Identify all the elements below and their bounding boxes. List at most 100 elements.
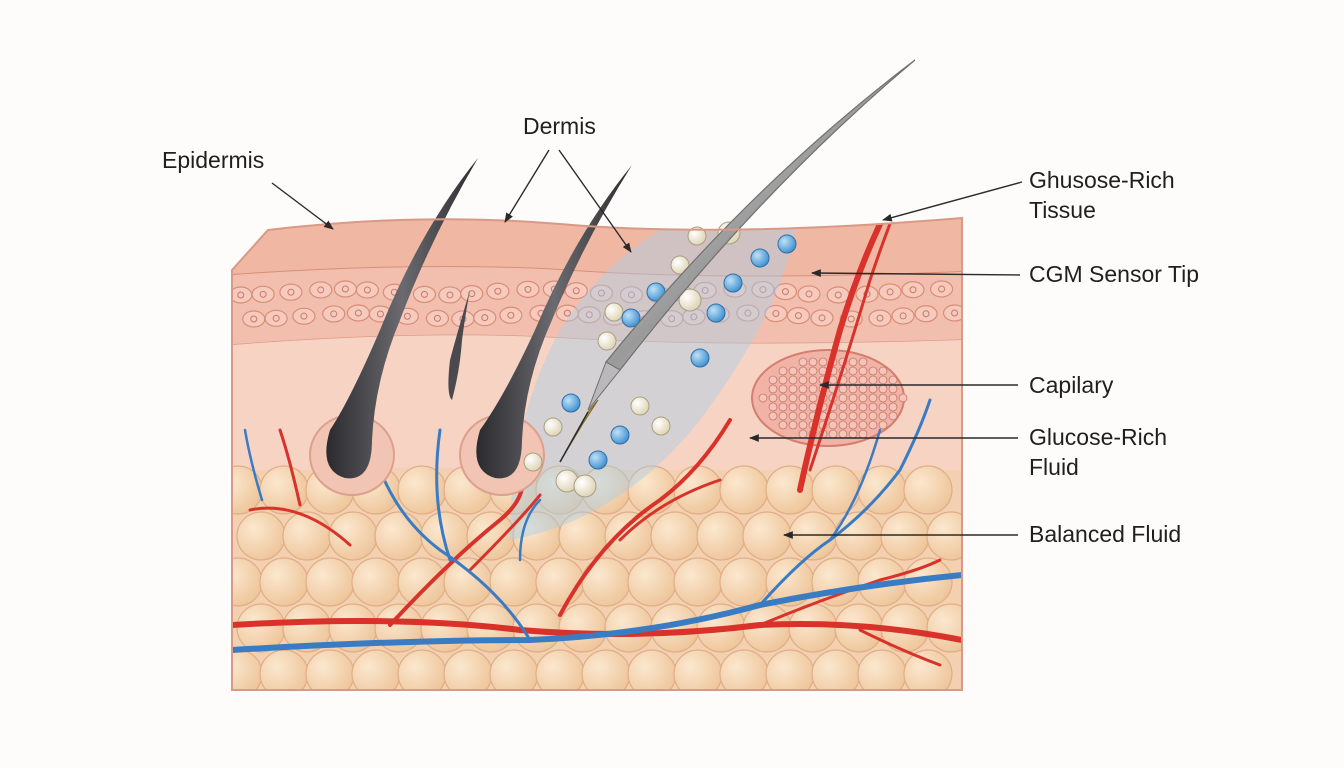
cell-nucleus [563, 309, 571, 317]
cell-nucleus [909, 286, 917, 294]
epidermal-cell [322, 305, 346, 323]
fat-cell [650, 511, 700, 561]
epidermal-cell [891, 307, 915, 325]
label-glucose-fluid-line1: Glucose-Rich [1029, 424, 1167, 450]
capillary-cell [858, 393, 868, 403]
fat-cell [282, 511, 332, 561]
fat-cell [259, 557, 309, 607]
cell-nucleus [354, 309, 362, 317]
capillary-cell [848, 357, 858, 367]
epidermal-cell [577, 306, 601, 324]
cell-nucleus [300, 312, 308, 320]
capillary-cell [828, 411, 838, 421]
cell-nucleus [250, 315, 258, 323]
fat-cell [811, 465, 861, 515]
fat-cell [236, 511, 286, 561]
capillary-cell [808, 366, 818, 376]
fat-cell [834, 511, 884, 561]
cell-nucleus [572, 287, 580, 295]
epidermal-cell [355, 281, 380, 299]
capillary-cell [778, 393, 788, 403]
cell-nucleus [938, 285, 946, 293]
capillary-cell [808, 375, 818, 385]
cell-nucleus [876, 314, 884, 322]
cell-nucleus [481, 314, 489, 322]
capillary-cell [868, 420, 878, 430]
epidermal-cell [279, 283, 303, 301]
fat-cell [926, 603, 962, 653]
label-cgm-sensor-tip: CGM Sensor Tip [811, 261, 1199, 287]
capillary-cell [848, 375, 858, 385]
cell-nucleus [507, 311, 515, 319]
cell-nucleus [834, 291, 842, 299]
capillary-cell [878, 402, 888, 412]
glucose-particle-cream [543, 417, 563, 437]
epidermal-cell [412, 285, 437, 303]
fat-cell [719, 557, 769, 607]
hair-shaft [448, 290, 470, 400]
fat-cell [673, 557, 723, 607]
cell-nucleus [668, 315, 676, 323]
capillary-cell [828, 429, 838, 439]
epidermal-cell [826, 286, 850, 304]
epidermal-cell [242, 310, 266, 328]
capillary-cell [868, 402, 878, 412]
cell-nucleus [781, 288, 789, 296]
capillary-cell [798, 411, 808, 421]
cell-nucleus [951, 309, 959, 317]
epidermal-cell [473, 309, 497, 327]
capillary-cell [838, 411, 848, 421]
fat-cell [903, 465, 953, 515]
cell-nucleus [237, 291, 245, 299]
label-ghusose-rich-tissue: Ghusose-Rich Tissue [882, 167, 1175, 223]
capillary-cell [878, 420, 888, 430]
glucose-particle-blue [777, 234, 797, 254]
glucose-particle-blue [706, 303, 726, 323]
hair-shaft [476, 165, 632, 479]
capillary-cell [778, 420, 788, 430]
capillary-cell [858, 357, 868, 367]
hair-shaft [326, 158, 478, 479]
cell-nucleus [772, 310, 780, 318]
capillary-cell [788, 420, 798, 430]
epidermal-cell [486, 282, 510, 300]
epidermal-cell [773, 283, 798, 301]
cell-nucleus [330, 310, 338, 318]
fat-cell [926, 511, 962, 561]
capillary-cell [808, 357, 818, 367]
cell-nucleus [899, 312, 907, 320]
capillary-cell [838, 402, 848, 412]
fat-cell [232, 557, 263, 607]
capillary-cell [778, 375, 788, 385]
glucose-particle-cream [670, 255, 690, 275]
epidermal-cell [901, 281, 925, 299]
glucose-particle-blue [690, 348, 710, 368]
cell-nucleus [446, 291, 454, 299]
glucose-particle-blue [561, 393, 581, 413]
label-balanced-fluid-text: Balanced Fluid [1029, 521, 1181, 547]
capillary-cell [768, 411, 778, 421]
label-ghusose-line2: Tissue [1029, 197, 1096, 223]
epidermal-cell [251, 285, 275, 303]
capillary-cell [868, 411, 878, 421]
label-glucose-fluid-line2: Fluid [1029, 454, 1079, 480]
epidermal-cell [333, 280, 357, 298]
capillary-cell [798, 402, 808, 412]
tissue-block [232, 218, 962, 690]
capillary-cell [848, 384, 858, 394]
capillary-cell [798, 384, 808, 394]
label-capilary-text: Capilary [1029, 372, 1114, 398]
capillary-cell [858, 384, 868, 394]
cell-nucleus [420, 290, 428, 298]
capillary-cell [898, 393, 908, 403]
epidermal-cell [942, 304, 962, 322]
capillary-cell [888, 384, 898, 394]
cell-nucleus [524, 285, 532, 293]
label-epidermis: Epidermis [162, 147, 334, 230]
epidermal-cell [797, 285, 821, 303]
capillary-mesh [758, 357, 908, 439]
glucose-particle-cream [523, 452, 543, 472]
epidermal-cell [878, 283, 902, 301]
glucose-particle-blue [621, 308, 641, 328]
cell-nucleus [597, 289, 605, 297]
